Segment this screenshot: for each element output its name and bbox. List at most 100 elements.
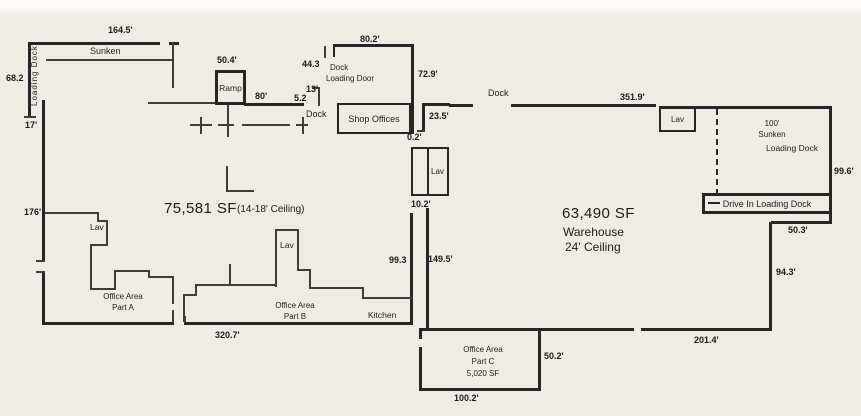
wall-segment — [771, 221, 832, 224]
wall-segment — [184, 322, 413, 325]
lav-room-mid: Lav — [411, 147, 449, 196]
partition — [229, 284, 277, 286]
wall-segment — [226, 166, 228, 192]
dim-176: 176' — [24, 207, 42, 217]
lav-right-label: Lav — [671, 115, 684, 124]
door-tick — [36, 260, 45, 262]
dim-351-9: 351.9' — [620, 92, 645, 102]
wall-segment — [422, 103, 425, 132]
dim-320-7: 320.7' — [215, 330, 240, 340]
wall-segment — [659, 106, 832, 109]
door-tick — [184, 316, 186, 323]
partition — [275, 229, 299, 231]
dim-23-5: 23.5' — [429, 111, 449, 121]
dim-5-2: 5.2 — [294, 93, 307, 103]
wall-segment — [218, 124, 234, 126]
dim-72-9: 72.9' — [418, 69, 438, 79]
wall-segment — [410, 213, 413, 325]
partition — [172, 276, 174, 304]
wall-segment — [419, 388, 541, 391]
dock-top-label: Dock — [488, 88, 509, 98]
dim-80-2: 80.2' — [360, 34, 380, 44]
partition — [362, 297, 412, 299]
partition — [362, 287, 364, 299]
wall-segment — [335, 44, 413, 47]
wall-tick — [417, 130, 425, 132]
left-building-ceiling-label: (14-18' Ceiling) — [237, 204, 305, 215]
wall-tick — [24, 116, 36, 118]
partition — [90, 244, 108, 246]
dim-50-4: 50.4' — [217, 55, 237, 65]
dim-99-6: 99.6' — [834, 166, 854, 176]
loading-dock-right-label: Loading Dock — [766, 143, 818, 153]
loading-dock-left-label: Loading Dock — [30, 45, 39, 106]
dim-149-5: 149.5' — [428, 254, 453, 264]
lav-a-label: Lav — [90, 222, 104, 232]
partition — [275, 229, 277, 287]
partition — [229, 264, 231, 286]
wall-segment — [829, 212, 832, 224]
partition — [309, 269, 311, 289]
dim-164-5: 164.5' — [108, 25, 133, 35]
wall-segment — [244, 103, 304, 106]
wall-segment — [419, 330, 422, 339]
shop-offices-room: Shop Offices — [337, 103, 411, 134]
partition — [297, 229, 299, 271]
dim-0-2: 0.2' — [407, 132, 422, 142]
lav-mid-label: Lav — [431, 167, 444, 176]
dim-80: 80' — [255, 91, 268, 101]
partition — [114, 270, 116, 290]
ramp-label: Ramp — [219, 82, 242, 93]
drive-in-label: Drive In Loading Dock — [722, 198, 812, 209]
left-building-size-label: 75,581 SF — [164, 200, 237, 217]
sunken-left-label: Sunken — [90, 46, 121, 56]
dim-50-2: 50.2' — [544, 351, 564, 361]
partition — [97, 220, 108, 222]
ramp-room: Ramp — [215, 70, 246, 105]
wall-segment — [28, 42, 160, 45]
dim-99-3: 99.3 — [389, 255, 407, 265]
office-area-part-b-label: Office Area Part B — [275, 301, 315, 321]
wall-segment — [411, 44, 414, 134]
wall-segment — [829, 106, 832, 201]
wall-segment — [169, 42, 179, 45]
warehouse-name-label: Warehouse — [563, 225, 624, 239]
wall-segment — [426, 208, 429, 330]
warehouse-size-label: 63,490 SF — [562, 205, 635, 222]
wall-segment — [538, 330, 541, 390]
wall-tick — [312, 87, 320, 89]
wall-segment — [227, 102, 229, 137]
wall-segment — [318, 88, 320, 106]
partition — [195, 284, 197, 296]
dim-68-2: 68.2 — [6, 73, 24, 83]
door-tick — [324, 46, 326, 58]
office-area-part-a-label: Office Area Part A — [103, 292, 143, 312]
wall-segment — [511, 104, 656, 107]
wall-segment — [422, 103, 450, 106]
wall-segment — [42, 272, 45, 325]
wall-segment — [296, 124, 308, 126]
partition — [90, 288, 116, 290]
dashed-partition — [716, 109, 718, 195]
partition — [309, 287, 364, 289]
dim-94-3: 94.3' — [776, 267, 796, 277]
partition — [45, 212, 99, 214]
wall-segment — [42, 100, 45, 262]
lav-room-right: Lav — [659, 107, 696, 132]
sunken-line — [172, 42, 174, 88]
partition — [183, 294, 197, 296]
wall-segment — [226, 190, 254, 192]
partition — [90, 244, 92, 290]
wall-segment — [190, 124, 212, 126]
wall-tick — [708, 202, 720, 204]
partition — [148, 270, 150, 278]
warehouse-ceiling-label: 24' Ceiling — [565, 240, 621, 254]
dim-17: 17' — [25, 120, 38, 130]
wall-segment — [419, 347, 422, 390]
partition — [97, 212, 99, 222]
dim-201-4: 201.4' — [694, 335, 719, 345]
dim-44-3: 44.3 — [302, 59, 320, 69]
partition — [114, 270, 150, 272]
partition — [297, 269, 311, 271]
